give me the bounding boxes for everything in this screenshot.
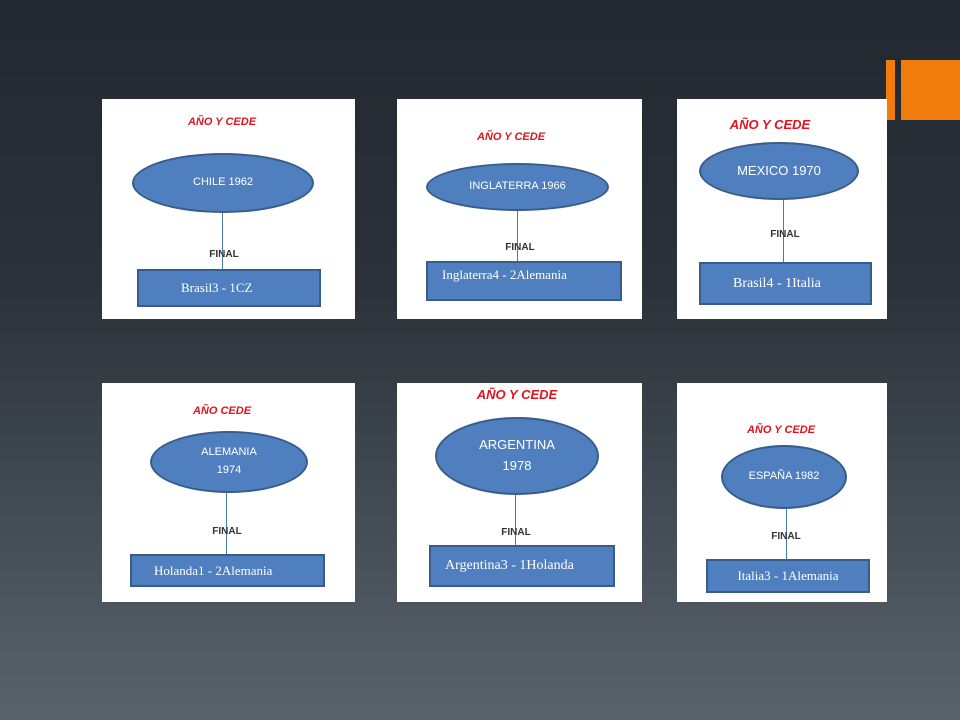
panel-title: AÑO Y CEDE (476, 131, 546, 143)
result-box: Holanda1 - 2Alemania (130, 554, 325, 587)
host-node: ESPAÑA 1982 (721, 445, 847, 509)
final-label: FINAL (770, 229, 800, 240)
result-box: Brasil3 - 1CZ (137, 269, 321, 307)
connector-line (783, 200, 784, 262)
panel-mexico-1970: AÑO Y CEDE MEXICO 1970 FINAL Brasil4 - 1… (677, 99, 887, 319)
panel-argentina-1978: AÑO Y CEDE ARGENTINA 1978 FINAL Argentin… (397, 383, 642, 602)
result-box: Italia3 - 1Alemania (706, 559, 870, 593)
final-label: FINAL (209, 249, 239, 260)
result-box: Brasil4 - 1Italia (699, 262, 872, 305)
panel-title: AÑO Y CEDE (476, 387, 558, 402)
final-label: FINAL (212, 526, 242, 537)
result-box: Inglaterra4 - 2Alemania (426, 261, 622, 301)
panel-alemania-1974: AÑO CEDE ALEMANIA 1974 FINAL Holanda1 - … (102, 383, 355, 602)
accent-bar-thick (901, 60, 960, 120)
connector-line (786, 509, 787, 559)
panel-chile-1962: AÑO Y CEDE CHILE 1962 FINAL Brasil3 - 1C… (102, 99, 355, 319)
accent-bar-thin (886, 60, 895, 120)
panel-title: AÑO Y CEDE (729, 117, 811, 132)
panel-inglaterra-1966: AÑO Y CEDE INGLATERRA 1966 FINAL Inglate… (397, 99, 642, 319)
final-label: FINAL (505, 242, 535, 253)
final-label: FINAL (501, 527, 531, 538)
host-node: CHILE 1962 (132, 153, 314, 213)
panel-espana-1982: AÑO Y CEDE ESPAÑA 1982 FINAL Italia3 - 1… (677, 383, 887, 602)
connector-line (226, 493, 227, 555)
host-node: ARGENTINA 1978 (435, 417, 599, 495)
connector-line (222, 213, 223, 269)
connector-line (517, 211, 518, 261)
host-node: INGLATERRA 1966 (426, 163, 609, 211)
panel-title: AÑO Y CEDE (746, 424, 816, 436)
host-node: ALEMANIA 1974 (150, 431, 308, 493)
panel-title: AÑO Y CEDE (187, 116, 257, 128)
panel-title: AÑO CEDE (192, 405, 252, 417)
connector-line (515, 495, 516, 545)
host-node: MEXICO 1970 (699, 142, 859, 200)
result-box: Argentina3 - 1Holanda (429, 545, 615, 587)
final-label: FINAL (771, 531, 801, 542)
